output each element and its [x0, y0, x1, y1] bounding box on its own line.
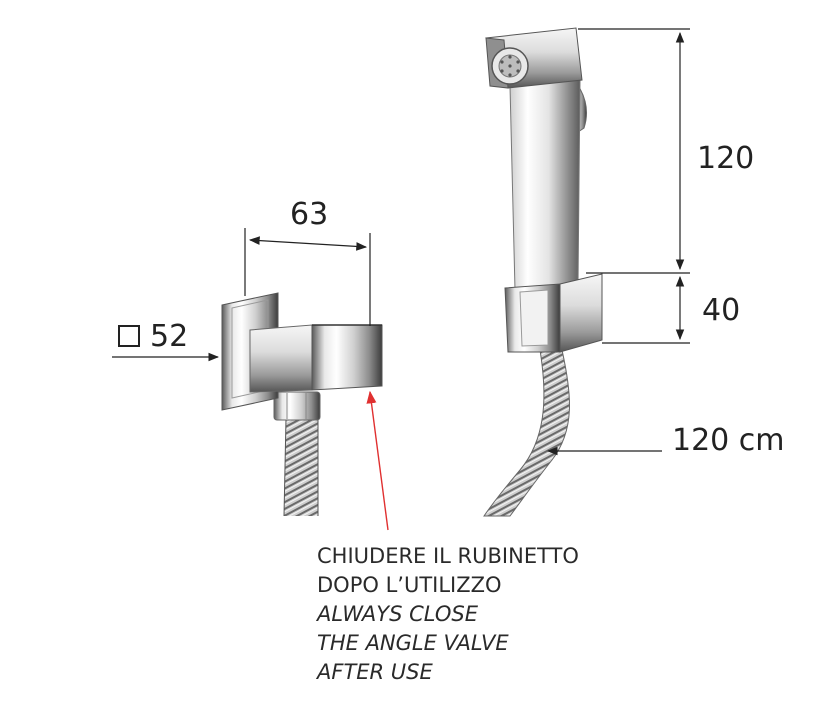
note-en-line-3: AFTER USE — [317, 660, 433, 684]
height-bottom-label: 40 — [702, 293, 741, 328]
square-symbol-icon — [118, 325, 140, 347]
note-en-line-2: THE ANGLE VALVE — [317, 631, 509, 655]
close-valve-arrow — [366, 390, 389, 531]
shower-handle — [509, 79, 581, 291]
dimension-lines — [112, 28, 690, 456]
valve-nut — [273, 391, 321, 421]
width-label: 63 — [290, 197, 329, 232]
usage-note: CHIUDERE IL RUBINETTO DOPO L’UTILIZZO AL… — [317, 542, 579, 687]
angle-valve — [221, 292, 383, 517]
shower-hose — [483, 349, 571, 517]
square-label: 52 — [118, 322, 188, 352]
valve-body — [249, 324, 313, 393]
bidet-shower — [483, 27, 603, 517]
note-it-line-1: CHIUDERE IL RUBINETTO — [317, 544, 579, 568]
square-size-value: 52 — [150, 319, 189, 354]
note-it-line-2: DOPO L’UTILIZZO — [317, 573, 502, 597]
height-top-label: 120 — [697, 141, 755, 176]
note-en-line-1: ALWAYS CLOSE — [317, 602, 478, 626]
hose-length-label: 120 cm — [672, 423, 785, 458]
valve-hose — [284, 418, 318, 516]
valve-handle — [311, 324, 383, 391]
